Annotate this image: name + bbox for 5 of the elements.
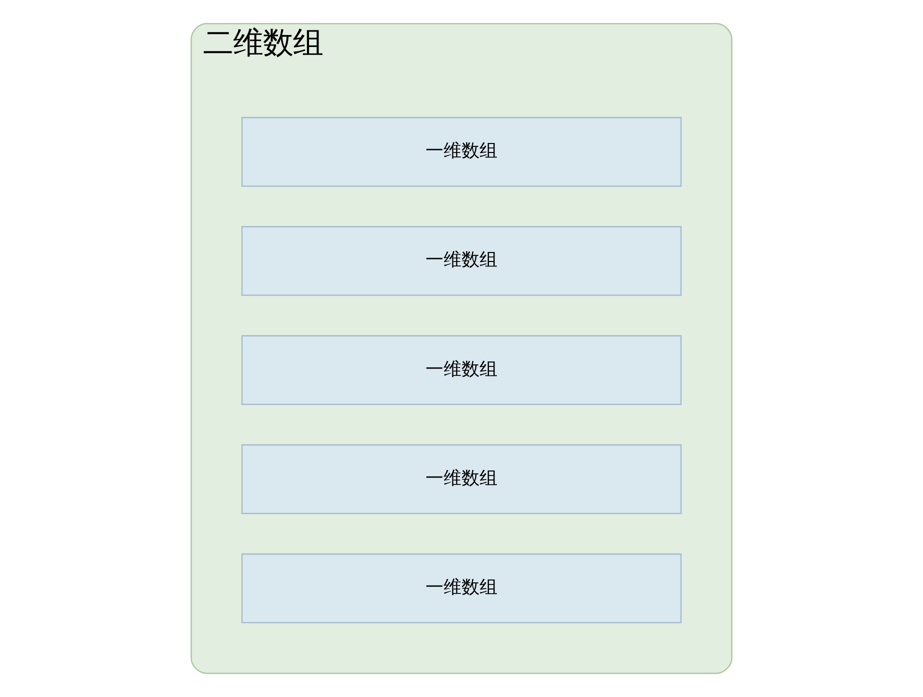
node-box: 一维数组	[241, 116, 682, 187]
node-box: 一维数组	[241, 335, 682, 405]
node-box: 一维数组	[241, 444, 682, 514]
node-box: 一维数组	[241, 226, 682, 296]
node-box: 一维数组	[241, 553, 682, 624]
